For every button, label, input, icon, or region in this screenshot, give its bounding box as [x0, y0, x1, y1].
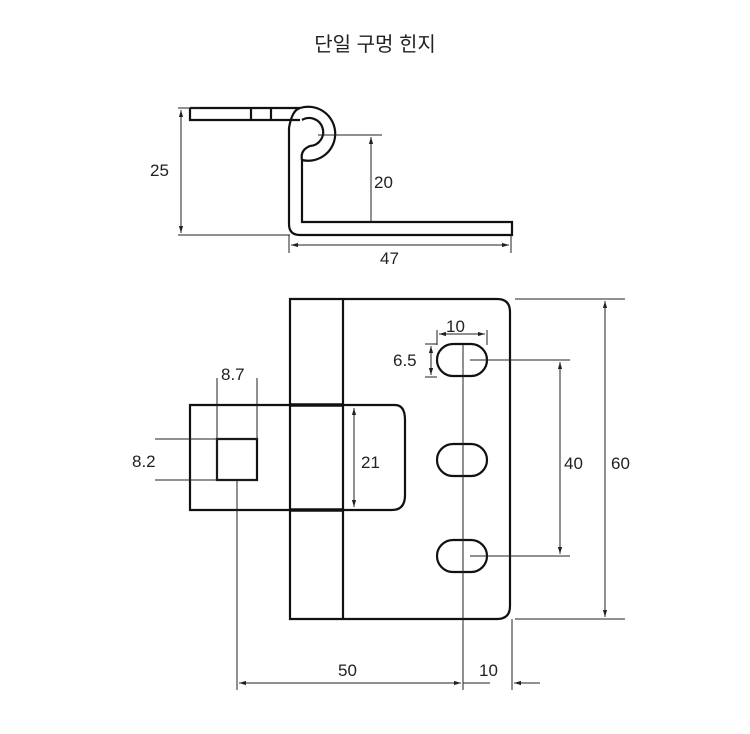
dim-6-5-label: 6.5: [393, 351, 417, 370]
dim-20-label: 20: [374, 173, 393, 192]
pin-loop: [300, 116, 325, 161]
knuckle-tab: [188, 403, 407, 512]
slot-middle: [435, 442, 489, 478]
side-view: 25 20 47: [150, 105, 514, 268]
front-view: 8.7 8.2 21 10 6.5 40 60 50 10: [132, 297, 630, 690]
dim-21-label: 21: [361, 453, 380, 472]
dim-60-label: 60: [611, 454, 630, 473]
drawing-title: 단일 구멍 힌지: [314, 33, 436, 56]
main-leaf: [288, 297, 512, 621]
dim-8-2-label: 8.2: [132, 452, 156, 471]
top-leaf: [188, 106, 300, 122]
dim-8-7-label: 8.7: [221, 365, 245, 384]
dim-10-slot-label: 10: [446, 317, 465, 336]
dim-25-label: 25: [150, 161, 169, 180]
dim-40-label: 40: [564, 454, 583, 473]
dim-50-label: 50: [338, 661, 357, 680]
dim-47-label: 47: [380, 249, 399, 268]
dim-10-edge-label: 10: [479, 661, 498, 680]
